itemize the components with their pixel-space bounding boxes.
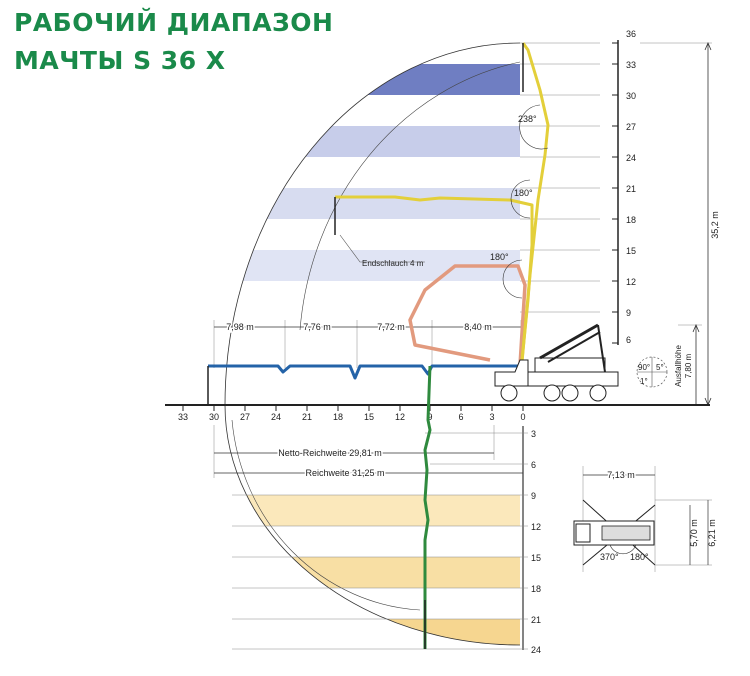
height-tick-label: 18 xyxy=(626,215,636,225)
reach-tick-label: 18 xyxy=(333,412,343,422)
reach-tick-label: 24 xyxy=(271,412,281,422)
depth-tick-label: 3 xyxy=(531,429,536,439)
articulation-angles: 238° 180° 180° xyxy=(490,104,549,299)
slewing-angle-inset: 90° 5° 1° xyxy=(636,356,668,388)
range-band xyxy=(225,188,520,219)
depth-tick-label: 24 xyxy=(531,645,541,655)
truck-wheel xyxy=(561,384,579,402)
truck-cab xyxy=(494,359,529,387)
boom-green xyxy=(423,365,432,649)
boom-yellow-upright xyxy=(520,42,550,363)
reach-tick-label: 27 xyxy=(240,412,250,422)
ausfallhoehe-label: Ausfallhöhe xyxy=(674,345,683,387)
boom-salmon xyxy=(408,264,527,366)
title-line-2: МАЧТЫ S 36 X xyxy=(14,46,226,75)
height-total-label: 35,2 m xyxy=(710,211,720,239)
reach-tick-label: 9 xyxy=(427,412,432,422)
outrigger-front-label: 5,70 m xyxy=(689,519,699,547)
outrigger-rear-label: 6,21 m xyxy=(707,519,717,547)
outrigger-width-label: 7,13 m xyxy=(607,470,635,480)
boom-positions xyxy=(207,42,550,649)
reach-tick-label: 0 xyxy=(520,412,525,422)
ausfallhoehe-value: 7,80 m xyxy=(684,353,693,378)
height-tick-label: 21 xyxy=(626,184,636,194)
truck-wheel xyxy=(589,384,607,402)
angle-180-outrigger-label: 180° xyxy=(630,552,649,562)
segment-length-label: 7,72 m xyxy=(377,322,405,332)
total-reach-label: Reichweite 31,25 m xyxy=(305,468,384,478)
reach-tick-label: 12 xyxy=(395,412,405,422)
reach-dimensions: Netto-Reichweite 29,81 m Reichweite 31,2… xyxy=(213,425,523,480)
outrigger-inset: 7,13 m 5,70 m 6,21 m 370° 180° xyxy=(573,466,717,572)
range-band xyxy=(225,557,520,588)
angle-180-upper-label: 180° xyxy=(514,188,533,198)
range-band xyxy=(225,64,520,95)
vertical-scale: 36 33 30 27 24 21 18 15 12 9 6 3 6 9 12 … xyxy=(531,29,636,655)
segment-length-label: 7,98 m xyxy=(226,322,254,332)
range-band xyxy=(225,126,520,157)
reach-tick-label: 21 xyxy=(302,412,312,422)
segment-length-label: 8,40 m xyxy=(464,322,492,332)
height-tick-label: 27 xyxy=(626,122,636,132)
title-line-1: РАБОЧИЙ ДИАПАЗОН xyxy=(14,8,334,37)
angle-1-label: 1° xyxy=(640,377,648,386)
depth-tick-label: 6 xyxy=(531,460,536,470)
depth-tick-label: 15 xyxy=(531,553,541,563)
reach-tick-label: 6 xyxy=(458,412,463,422)
angle-180-lower-label: 180° xyxy=(490,252,509,262)
height-tick-label: 9 xyxy=(626,308,631,318)
angle-238-label: 238° xyxy=(518,114,537,124)
height-tick-label: 33 xyxy=(626,60,636,70)
height-tick-label: 6 xyxy=(626,335,631,345)
depth-tick-label: 9 xyxy=(531,491,536,501)
height-tick-label: 15 xyxy=(626,246,636,256)
page-title: РАБОЧИЙ ДИАПАЗОН МАЧТЫ S 36 X xyxy=(14,4,333,80)
boom-blue xyxy=(208,364,520,380)
segment-length-label: 7,76 m xyxy=(303,322,331,332)
total-height-dimension: 35,2 m xyxy=(640,41,720,407)
height-tick-label: 36 xyxy=(626,29,636,39)
netto-reach-label: Netto-Reichweite 29,81 m xyxy=(278,448,382,458)
upper-range-envelope xyxy=(224,42,600,406)
height-tick-label: 12 xyxy=(626,277,636,287)
segment-dimensions: 7,98 m 7,76 m 7,72 m 8,40 m xyxy=(213,320,522,368)
ausfallhoehe-dimension: Ausfallhöhe 7,80 m xyxy=(674,323,702,405)
height-tick-label: 24 xyxy=(626,153,636,163)
reach-tick-label: 15 xyxy=(364,412,374,422)
range-band xyxy=(225,495,520,526)
endschlauch-label: Endschlauch 4 m xyxy=(362,259,424,268)
lower-range-envelope xyxy=(224,404,528,650)
angle-90-label: 90° xyxy=(638,363,650,372)
truck-wheel xyxy=(500,384,518,402)
horizontal-scale: 33 30 27 24 21 18 15 12 9 6 3 0 xyxy=(165,404,710,422)
angle-370-label: 370° xyxy=(600,552,619,562)
truck-chassis xyxy=(527,371,619,387)
height-tick-label: 30 xyxy=(626,91,636,101)
depth-tick-label: 12 xyxy=(531,522,541,532)
angle-5-label: 5° xyxy=(656,363,664,372)
range-band xyxy=(225,619,520,645)
reach-tick-label: 33 xyxy=(178,412,188,422)
reach-tick-label: 30 xyxy=(209,412,219,422)
depth-tick-label: 21 xyxy=(531,615,541,625)
truck-wheel xyxy=(543,384,561,402)
truck-side-view xyxy=(494,323,619,402)
truck-superstructure xyxy=(534,357,606,373)
end-hose-annotation: Endschlauch 4 m xyxy=(339,234,425,268)
reach-tick-label: 3 xyxy=(489,412,494,422)
depth-tick-label: 18 xyxy=(531,584,541,594)
